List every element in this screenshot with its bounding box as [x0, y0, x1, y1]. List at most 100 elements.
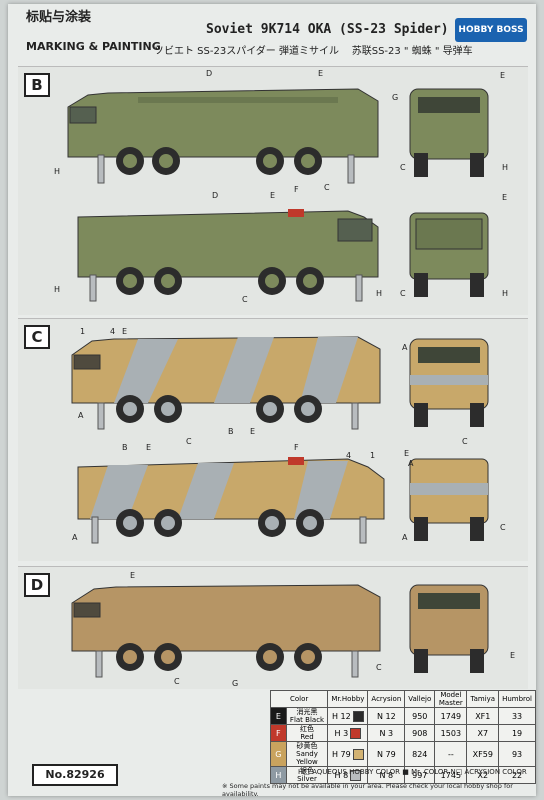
model-master-cell: -- — [434, 741, 468, 767]
callout: E — [502, 193, 508, 202]
callout: C — [400, 289, 406, 298]
paint-swatch — [350, 727, 362, 739]
acrysion-cell: N 3 — [367, 724, 406, 742]
scheme-c-letter: C — [24, 325, 50, 349]
callout: A — [408, 459, 414, 468]
callout: E — [510, 651, 516, 660]
scheme-d-front-view — [409, 584, 489, 673]
humbrol-cell: 22 — [498, 766, 536, 784]
callout: 1 — [80, 327, 86, 336]
callout: 1 — [370, 451, 376, 460]
callout: H — [54, 167, 61, 176]
scheme-c-front-view — [409, 338, 489, 427]
model-master-cell: 1503 — [434, 724, 468, 742]
subtitle-chinese: 苏联SS-23 " 蜘蛛 " 导弹车 — [351, 46, 473, 57]
humbrol-cell: 19 — [498, 724, 536, 742]
callout: E — [270, 191, 276, 200]
callout: E — [146, 443, 152, 452]
callout: F — [294, 443, 299, 452]
callout: E — [250, 427, 256, 436]
callout: C — [376, 663, 382, 672]
scheme-c-side-view-left — [71, 336, 381, 430]
callout: H — [502, 289, 509, 298]
scheme-b-panel: B — [18, 66, 528, 315]
callout: E — [500, 71, 506, 80]
subtitle-japanese: ソビエト SS-23スパイダー 弾道ミサイル — [154, 46, 339, 57]
scheme-c-rear-view — [409, 458, 489, 541]
callout: C — [324, 183, 330, 192]
scheme-c-side-view-right — [77, 457, 385, 544]
instruction-sheet: 标贴与涂装 MARKING & PAINTING Soviet 9K714 OK… — [8, 4, 536, 796]
color-table-header: Color Mr.Hobby Acrysion Vallejo Model Ma… — [269, 690, 536, 708]
scheme-d-panel: D E C G C E — [18, 566, 528, 689]
tamiya-cell: XF1 — [466, 707, 500, 725]
availability-note: ※ Some paints may not be available in yo… — [222, 782, 513, 796]
callout: D — [212, 191, 219, 200]
product-number: No.82926 — [32, 764, 118, 786]
color-name-cn: 红色 — [300, 725, 314, 733]
mrhobby-cell: H 8 — [327, 766, 369, 784]
scheme-d-side-view — [71, 584, 381, 678]
callout: G — [392, 93, 399, 102]
vallejo-cell: 950 — [404, 707, 436, 725]
vallejo-cell: 908 — [404, 724, 436, 742]
color-name-en: Flat Black — [289, 716, 325, 724]
callout: F — [294, 185, 299, 194]
callout: H — [502, 163, 509, 172]
color-code: G — [270, 741, 287, 767]
mrhobby-cell: H 12 — [327, 707, 369, 725]
model-title: Soviet 9K714 OKA (SS-23 Spider) — [206, 22, 449, 37]
callout: G — [232, 679, 239, 688]
mrhobby-code: H 79 — [331, 749, 351, 759]
callout: C — [400, 163, 406, 172]
callout: E — [130, 571, 136, 580]
mrhobby-cell: H 3 — [327, 724, 369, 742]
mrhobby-cell: H 79 — [327, 741, 369, 767]
mrhobby-code: H 8 — [334, 770, 349, 780]
header-vallejo: Vallejo — [404, 690, 436, 708]
english-title: MARKING & PAINTING — [26, 40, 161, 53]
acrysion-cell: N 79 — [367, 741, 406, 767]
model-master-cell: 1745 — [434, 766, 468, 784]
callout: C — [186, 437, 192, 446]
callout: B — [228, 427, 234, 436]
color-code: F — [270, 724, 287, 742]
callout: C — [242, 295, 248, 304]
mrhobby-code: H 12 — [331, 711, 351, 721]
scheme-d-letter: D — [24, 573, 50, 597]
paint-swatch — [352, 710, 364, 722]
vallejo-cell: 824 — [404, 741, 436, 767]
color-name-cn: 银色 — [300, 767, 314, 775]
brand-logo: HOBBY BOSS — [455, 18, 527, 42]
paint-swatch — [352, 748, 364, 760]
header-model-master: Model Master — [434, 690, 468, 708]
color-name-en: Sandy Yellow — [296, 750, 318, 766]
color-code: E — [270, 707, 287, 725]
callout: 4 — [110, 327, 116, 336]
callout: A — [72, 533, 78, 542]
scheme-d-drawings — [71, 584, 489, 678]
acrysion-cell: N 12 — [367, 707, 406, 725]
chinese-title: 标贴与涂装 — [26, 10, 92, 25]
mrhobby-code: H 3 — [334, 728, 349, 738]
callout: H — [54, 285, 61, 294]
humbrol-cell: 93 — [498, 741, 536, 767]
color-code: H — [270, 766, 287, 784]
subtitle: ソビエト SS-23スパイダー 弾道ミサイル 苏联SS-23 " 蜘蛛 " 导弹… — [154, 42, 473, 57]
callout: A — [78, 411, 84, 420]
callout: A — [402, 343, 408, 352]
callout: A — [402, 533, 408, 542]
callout: E — [318, 69, 324, 78]
scheme-b-rear-view — [409, 212, 489, 297]
scheme-b-letter: B — [24, 73, 50, 97]
color-name-en: Silver — [297, 775, 317, 783]
humbrol-cell: 33 — [498, 707, 536, 725]
tamiya-cell: X7 — [466, 724, 500, 742]
callout: 4 — [346, 451, 352, 460]
